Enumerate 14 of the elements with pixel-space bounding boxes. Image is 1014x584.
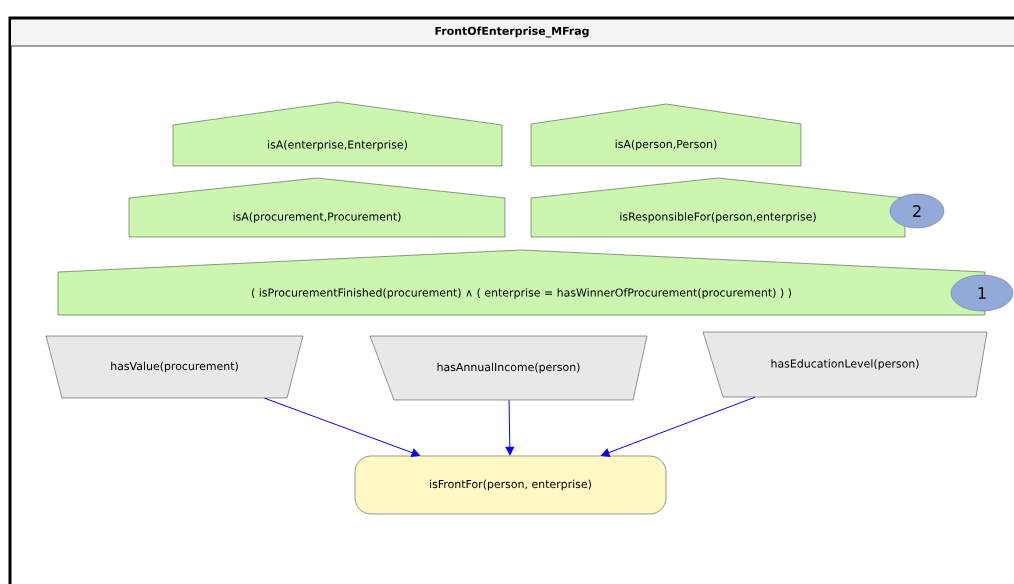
trapezoid-box: hasEducationLevel(person) — [702, 331, 988, 398]
title-bar: FrontOfEnterprise_MFrag — [10, 20, 1014, 47]
pentagon-box: isA(enterprise,Enterprise) — [172, 101, 503, 167]
pentagon-box: isA(procurement,Procurement) — [128, 177, 506, 238]
rounded-box: isFrontFor(person, enterprise) — [354, 455, 667, 515]
arrow — [505, 399, 515, 456]
arrow — [601, 396, 756, 457]
trapezoid-box: hasValue(procurement) — [45, 335, 304, 399]
pentagon-box: isA(person,Person) — [530, 103, 802, 167]
callout-number: 2 — [889, 193, 945, 229]
pentagon-box: isResponsibleFor(person,enterprise) — [530, 177, 906, 238]
callout-number: 1 — [950, 274, 1014, 312]
trapezoid-box: hasAnnualIncome(person) — [369, 335, 648, 401]
arrow — [264, 397, 420, 457]
